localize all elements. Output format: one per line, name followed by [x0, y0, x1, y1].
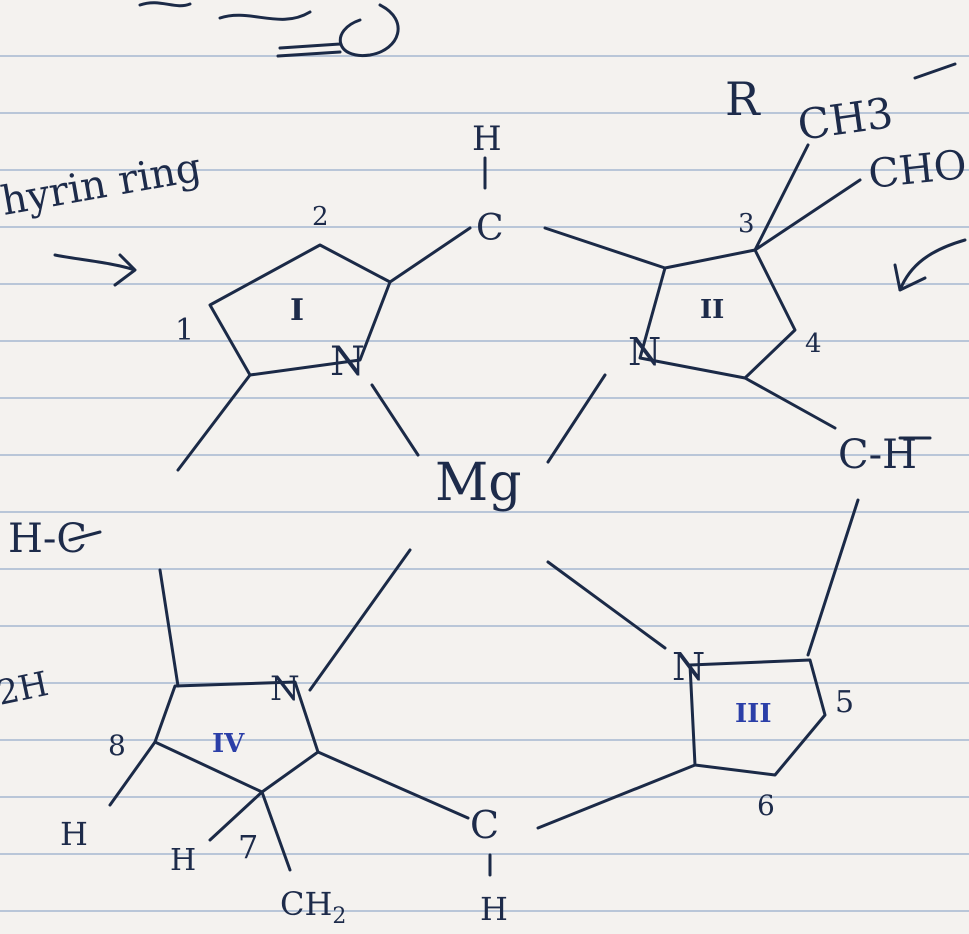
ring-II: [638, 248, 797, 380]
c-left: H-C: [8, 516, 87, 562]
n-ring-IV: N: [270, 669, 300, 709]
left-margin-2h: 2H: [0, 664, 52, 714]
c-bottom: C: [470, 803, 499, 847]
h-bottom: H: [480, 890, 508, 928]
sub-3: [753, 143, 862, 252]
center-mg: Mg: [435, 453, 522, 513]
dash-top-right: [913, 62, 957, 80]
arrow-right: [893, 238, 967, 292]
pos-8: 8: [108, 729, 126, 762]
ch2-label: CH2: [280, 885, 346, 929]
ch3-label: CH3: [795, 88, 896, 150]
top-scribble: [138, 1, 400, 58]
numeral-IV: IV: [212, 729, 245, 759]
n-ring-I: N: [330, 339, 365, 385]
c-right: C-H: [838, 432, 917, 478]
numeral-II: II: [700, 295, 724, 325]
pos-6: 6: [757, 789, 775, 822]
pos-7: 7: [238, 828, 258, 866]
bridge-left: [158, 373, 252, 688]
pos-2: 2: [312, 202, 329, 232]
ring-label: hyrin ring: [0, 144, 205, 224]
ring-IV: [153, 680, 320, 794]
cho-label: CHO: [866, 142, 969, 198]
h-sub-7: H: [170, 843, 196, 878]
bridge-top: [388, 156, 667, 284]
mg-bonds: [308, 373, 667, 692]
pos-4: 4: [805, 329, 822, 359]
pos-3: 3: [738, 209, 755, 239]
sub-8: [108, 740, 157, 807]
ring-III: [688, 658, 827, 777]
ring-arrow: [53, 253, 137, 287]
numeral-III: III: [735, 699, 772, 729]
sub-left-dash: [68, 530, 102, 542]
n-ring-III: N: [672, 645, 705, 689]
bridge-right: [743, 376, 860, 657]
sub-7: [208, 790, 292, 872]
c-top: C: [476, 208, 504, 249]
h-sub-8: H: [60, 815, 88, 853]
n-ring-II: N: [628, 330, 661, 374]
r-label: R: [725, 72, 761, 126]
pos-1: 1: [175, 313, 194, 348]
bridge-bottom: [316, 750, 697, 877]
ring-I: [208, 243, 392, 377]
pos-5: 5: [835, 685, 854, 720]
numeral-I: I: [290, 293, 304, 328]
h-top: H: [472, 119, 502, 159]
